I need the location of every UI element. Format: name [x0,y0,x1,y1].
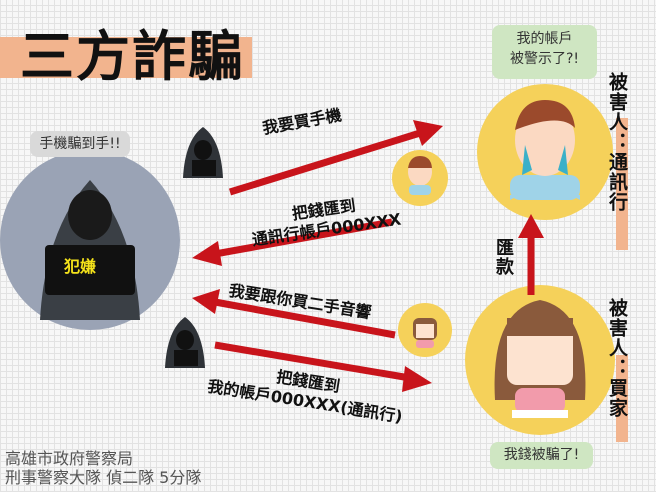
footer-credit: 高雄市政府警察局 刑事警察大隊 偵二隊 5分隊 [5,449,201,487]
victim-store-figure [477,84,613,220]
title-band [0,37,252,78]
victim-store-label: 被害人：通訊行 [606,72,628,212]
suspect-speech-bubble: 手機騙到手!! [30,131,130,157]
suspect-label: 犯嫌 [64,257,97,276]
label-accent-bar [616,118,628,250]
hacker-icon [165,317,205,368]
speech-line: 被警示了?! [509,51,580,67]
victim-buyer-small [398,303,452,357]
label-accent-bar [616,355,628,442]
arrow-pay-store [192,218,393,266]
victim-buyer-speech-bubble: 我錢被騙了! [490,442,593,469]
arrow-pay-me [214,341,432,392]
victim-store-speech-bubble: 我的帳戶 被警示了?! [492,25,597,79]
arrow-transfer [518,214,544,295]
page-title: 三方詐騙 [20,25,244,88]
footer-line: 高雄市政府警察局 [5,449,134,468]
arrow-buy-audio [192,289,396,339]
speech-line: 我的帳戶 [516,31,573,47]
suspect-figure [0,150,180,330]
transfer-label: 匯款 [493,238,514,276]
victim-store-small [392,150,448,206]
arrow-buy-phone [228,120,443,196]
hacker-icon [183,127,223,178]
victim-buyer-label: 被害人：買家 [606,298,628,418]
victim-buyer-figure [465,285,615,435]
footer-line: 刑事警察大隊 偵二隊 5分隊 [5,468,202,487]
